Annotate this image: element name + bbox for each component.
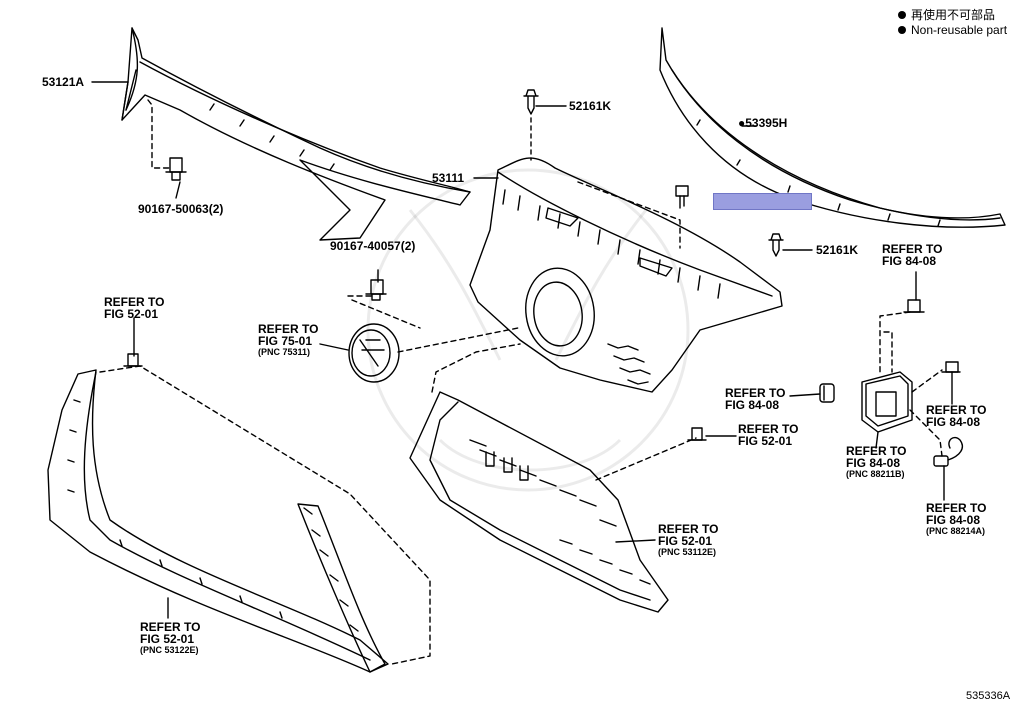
molding-53395H — [659, 27, 1006, 228]
part-label-90167-40057[interactable]: 90167-40057(2) — [330, 239, 416, 253]
clip-90167-40057 — [365, 279, 387, 301]
bullet-icon — [898, 11, 906, 19]
ref-fig-84-08-88211B[interactable]: REFER TO FIG 84-08 (PNC 88211B) — [846, 444, 907, 479]
ref-fig-75-01[interactable]: REFER TO FIG 75-01 (PNC 75311) — [258, 322, 319, 357]
clip-52161K-top — [523, 89, 539, 115]
upper-molding-53121A — [121, 27, 471, 241]
ref-fig-52-01-clip[interactable]: REFER TO FIG 52-01 — [738, 422, 799, 448]
spacer-84-08 — [819, 383, 835, 403]
clip-lower-molding — [123, 353, 143, 367]
ref-fig-84-08-88214A[interactable]: REFER TO FIG 84-08 (PNC 88214A) — [926, 501, 987, 536]
ref-fig-84-08-topright[interactable]: REFER TO FIG 84-08 — [882, 242, 943, 268]
part-label-53395H[interactable]: ●53395H — [738, 116, 788, 130]
connector-88214A — [933, 436, 964, 467]
clip-lower-grille — [687, 427, 707, 441]
lower-molding-53122E — [47, 369, 389, 673]
part-label-53111[interactable]: 53111 — [432, 171, 465, 185]
grille-frame-53111 — [469, 157, 783, 393]
bullet-icon — [898, 26, 906, 34]
highlight-box — [713, 193, 812, 210]
clip-52161K-right — [768, 233, 784, 257]
part-label-90167-50063[interactable]: 90167-50063(2) — [138, 202, 224, 216]
emblem-75311 — [348, 323, 400, 383]
lower-grille-53112E — [409, 391, 669, 613]
ref-fig-84-08-right[interactable]: REFER TO FIG 84-08 — [926, 403, 987, 429]
ref-fig-52-01-bottom[interactable]: REFER TO FIG 52-01 (PNC 53122E) — [140, 620, 201, 655]
clip-84-08-top — [903, 299, 925, 313]
legend-en: Non-reusable part — [898, 23, 1007, 38]
bolt-upper — [675, 185, 689, 209]
legend-jp: 再使用不可部品 — [898, 8, 1007, 23]
watermark-logo — [366, 168, 690, 492]
ref-fig-52-01-grille[interactable]: REFER TO FIG 52-01 (PNC 53112E) — [658, 522, 719, 557]
sensor-bracket-88211B — [861, 371, 913, 433]
clip-90167-50063 — [165, 157, 187, 181]
part-label-52161K-top[interactable]: 52161K — [569, 99, 612, 113]
ref-fig-52-01-left[interactable]: REFER TO FIG 52-01 — [104, 295, 165, 321]
clip-84-08-right — [941, 361, 961, 373]
ref-fig-84-08-mid[interactable]: REFER TO FIG 84-08 — [725, 386, 786, 412]
part-label-53121A[interactable]: 53121A — [42, 75, 85, 89]
part-label-52161K-right[interactable]: 52161K — [816, 243, 859, 257]
legend: 再使用不可部品 Non-reusable part — [898, 8, 1007, 38]
diagram-id: 535336A — [966, 690, 1011, 702]
